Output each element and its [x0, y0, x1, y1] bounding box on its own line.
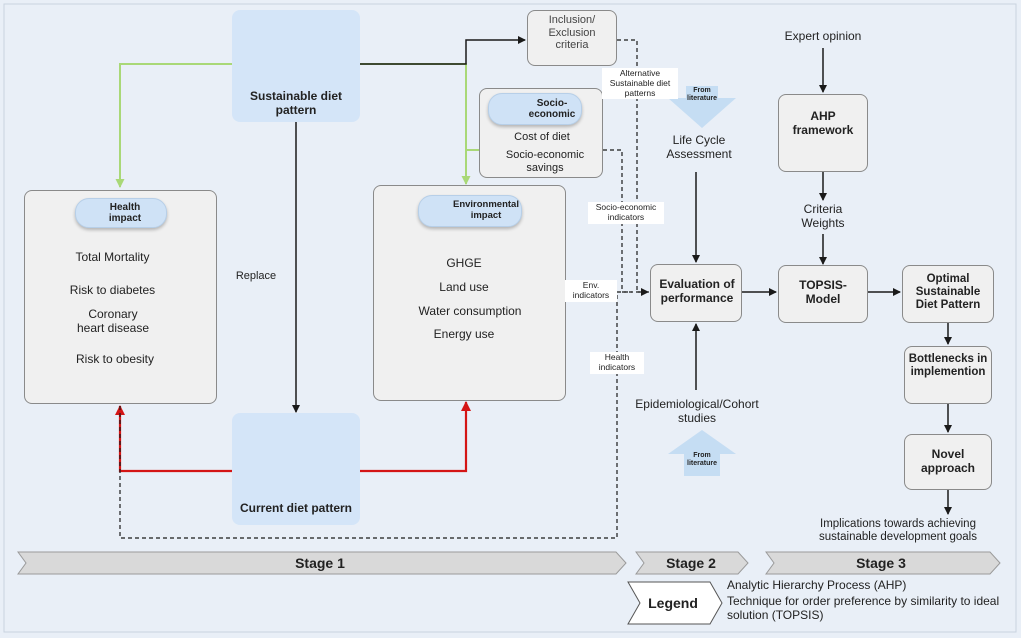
health-item-coronary: Coronary heart disease — [76, 307, 150, 335]
lca-label: Life Cycle Assessment — [666, 133, 732, 161]
epidemiological-label: Epidemiological/Cohort studies — [635, 397, 759, 425]
bottlenecks-label: Bottlenecks in implemention — [908, 353, 988, 379]
from-literature-down-arrow — [668, 86, 736, 128]
env-item-ghge: GHGE — [446, 256, 482, 270]
health-impact-title: Health impact — [108, 201, 142, 225]
health-indicators-label: Health indicators — [590, 352, 644, 374]
env-item-energy: Energy use — [433, 327, 495, 341]
evaluation-label: Evaluation of performance — [659, 277, 735, 305]
socio-economic-title: Socio-economic — [528, 97, 576, 121]
green-arrow-to-health — [115, 63, 232, 188]
green-arrow-to-environmental — [360, 63, 471, 185]
novel-approach-box — [904, 434, 992, 490]
red-arrow-to-environmental — [360, 401, 471, 473]
legend-ahp: Analytic Hierarchy Process (AHP) — [727, 578, 907, 592]
socio-economic-pill: Socio-economic — [488, 93, 582, 125]
stage3-label: Stage 3 — [856, 555, 906, 571]
health-item-total-mortality: Total Mortality — [75, 250, 150, 264]
replace-label: Replace — [235, 270, 277, 282]
optimal-label: Optimal Sustainable Diet Pattern — [915, 273, 981, 312]
expert-opinion-label: Expert opinion — [784, 29, 862, 43]
health-item-obesity: Risk to obesity — [75, 352, 155, 366]
stage2-label: Stage 2 — [666, 555, 716, 571]
inclusion-exclusion-label: Inclusion/ Exclusion criteria — [548, 14, 596, 52]
novel-approach-label: Novel approach — [920, 447, 975, 475]
ahp-box — [778, 94, 868, 172]
from-literature-bottom-label: From literature — [687, 452, 717, 468]
outer-frame — [3, 3, 1017, 633]
environmental-impact-pill: Environmental impact — [418, 195, 522, 227]
evaluation-box — [650, 264, 742, 322]
current-diet-label: Current diet pattern — [239, 501, 352, 515]
env-indicators-label: Env. indicators — [565, 280, 617, 302]
stage3-banner — [765, 551, 1001, 575]
ahp-label: AHP framework — [792, 109, 854, 137]
legend-topsis: Technique for order preference by simila… — [727, 594, 1000, 622]
optimal-box — [902, 265, 994, 323]
socio-item-savings: Socio-economic savings — [505, 149, 585, 174]
dashed-inclusion-to-evaluation — [617, 39, 650, 293]
stage1-label: Stage 1 — [295, 555, 345, 571]
health-impact-pill: Health impact — [75, 198, 167, 228]
criteria-weights-label: Criteria Weights — [801, 202, 845, 230]
socio-indicators-label: Socio-economic indicators — [588, 202, 664, 224]
bottlenecks-box — [904, 346, 992, 404]
legend-banner — [627, 581, 723, 625]
env-item-water: Water consumption — [418, 304, 522, 318]
arrow-to-inclusion — [360, 36, 526, 65]
dashed-health-to-evaluation — [119, 292, 618, 539]
health-item-diabetes: Risk to diabetes — [69, 283, 156, 297]
topsis-label: TOPSIS-Model — [799, 278, 847, 306]
stage2-banner — [635, 551, 749, 575]
environmental-impact-title: Environmental impact — [453, 199, 519, 221]
dashed-socio-to-evaluation — [603, 149, 649, 296]
legend-title: Legend — [648, 595, 698, 611]
socio-item-cost: Cost of diet — [514, 131, 570, 143]
implications-label: Implications towards achieving sustainab… — [819, 518, 977, 544]
env-item-land-use: Land use — [439, 280, 489, 294]
stage1-banner — [17, 551, 627, 575]
from-literature-top-label: From literature — [687, 87, 717, 103]
sustainable-diet-box — [232, 10, 360, 122]
alternative-patterns-label: Alternative Sustainable diet patterns — [602, 68, 678, 100]
red-arrow-to-health — [115, 405, 232, 473]
from-literature-up-arrow — [668, 430, 736, 476]
topsis-box — [778, 265, 868, 323]
inclusion-exclusion-box — [527, 10, 617, 66]
sustainable-diet-label: Sustainable diet pattern — [249, 89, 343, 117]
current-diet-box — [232, 413, 360, 525]
